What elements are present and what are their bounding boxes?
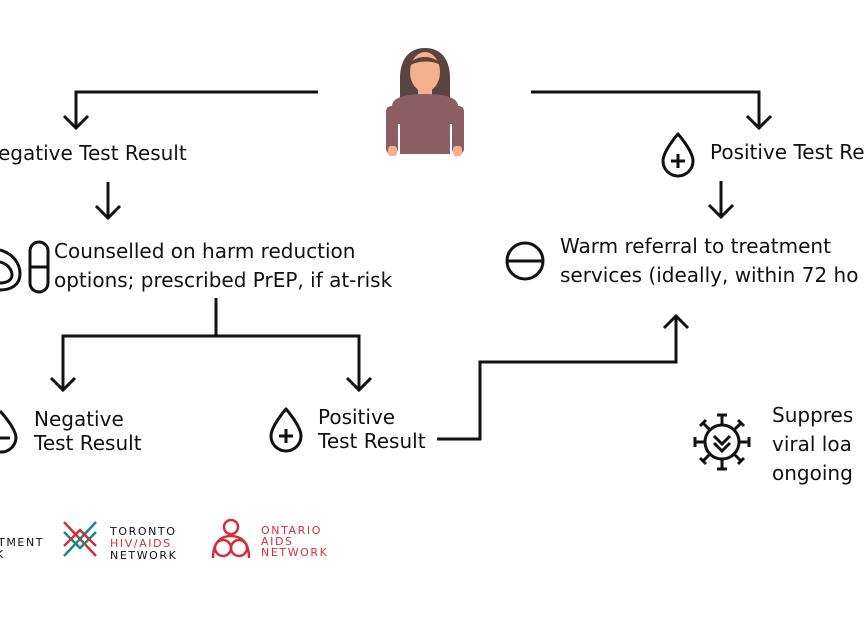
- retest-negative-line2: Test Result: [34, 431, 142, 455]
- referral-text-line1: Warm referral to treatment: [560, 234, 831, 258]
- toronto-logo-line3: NETWORK: [110, 549, 178, 562]
- toronto-logo-line2: HIV/AIDS: [110, 537, 172, 550]
- ontario-logo-line1: ONTARIO: [261, 524, 323, 537]
- connector-split-branches: [61, 334, 361, 390]
- suppressed-line2: viral loa: [772, 432, 852, 456]
- arrowhead-to-retest-positive: [345, 376, 373, 393]
- virus-icon: [693, 413, 751, 471]
- suppressed-line3: ongoing: [772, 461, 853, 485]
- positive-test-result-label: Positive Test Re: [710, 140, 865, 164]
- partial-logo-line1: TMENT: [0, 536, 45, 549]
- person-icon: [386, 48, 464, 156]
- counselled-text-line2: options; prescribed PrEP, if at-risk: [54, 268, 393, 292]
- blood-drop-plus-icon: [269, 407, 303, 453]
- ontario-logo-line3: NETWORK: [261, 546, 329, 559]
- toronto-hiv-aids-network-logo: TORONTO HIV/AIDS NETWORK: [60, 518, 190, 564]
- retest-positive-line2: Test Result: [318, 429, 426, 453]
- referral-text-line2: services (ideally, within 72 ho: [560, 263, 859, 287]
- arrowhead-to-referral: [707, 203, 735, 220]
- ontario-aids-network-logo: ONTARIO AIDS NETWORK: [207, 516, 327, 564]
- ontario-logo-line2: AIDS: [261, 535, 294, 548]
- arrowhead-to-positive: [745, 114, 773, 131]
- harm-reduction-icon: [0, 248, 22, 292]
- blood-drop-minus-icon: [0, 409, 18, 454]
- flow-connectors: [49, 90, 773, 441]
- ontario-network-emblem: [211, 518, 251, 559]
- negative-test-result-label: egative Test Result: [0, 141, 187, 165]
- arrowhead-to-referral-up: [662, 313, 690, 330]
- arrowhead-to-negative: [62, 114, 90, 131]
- retest-negative-line1: Negative: [34, 407, 124, 431]
- retest-positive-line1: Positive: [318, 405, 396, 429]
- toronto-network-emblem: [63, 521, 97, 557]
- connector-to-positive: [531, 90, 761, 128]
- counselled-text-line1: Counselled on harm reduction: [54, 239, 356, 263]
- minus-circle-icon: [505, 241, 545, 281]
- partial-logo-line2: K: [0, 548, 5, 561]
- pill-icon: [28, 240, 50, 294]
- connector-to-negative: [74, 90, 318, 128]
- connector-retest-positive-to-referral: [437, 316, 678, 441]
- toronto-logo-line1: TORONTO: [110, 525, 177, 538]
- suppressed-line1: Suppres: [772, 403, 854, 427]
- arrowhead-to-counselled: [94, 204, 122, 221]
- arrowhead-to-retest-negative: [49, 376, 77, 393]
- hiv-testing-flow-diagram: egative Test Result Positive Test Re Cou…: [0, 48, 865, 564]
- blood-drop-plus-icon: [661, 132, 695, 178]
